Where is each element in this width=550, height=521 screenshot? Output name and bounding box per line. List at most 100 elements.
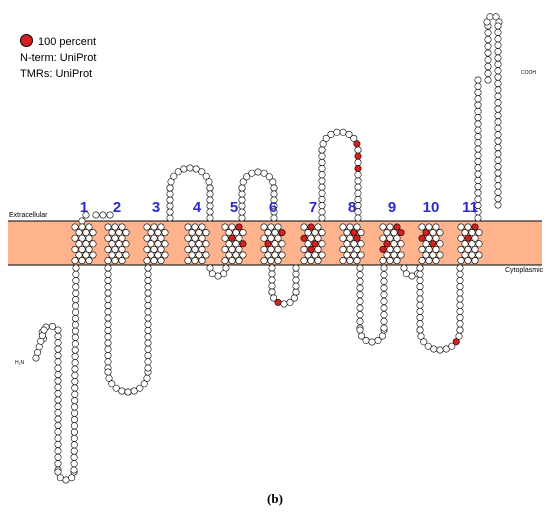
residue (318, 196, 326, 204)
cytoplasmic-label: Cytoplasmic (505, 267, 544, 274)
helix-residue (235, 257, 243, 265)
residue (416, 270, 424, 278)
residue (318, 202, 326, 210)
residue (254, 168, 262, 176)
helix-residue (157, 245, 165, 253)
helix-residue (343, 240, 351, 248)
legend-nterm: N-term: UniProt (20, 52, 97, 64)
residue (456, 307, 464, 315)
residue (72, 264, 80, 272)
helix-residue (195, 251, 203, 259)
residue (380, 311, 388, 319)
helix-residue (191, 245, 199, 253)
helix-residue (471, 257, 479, 265)
residue (144, 314, 152, 322)
helix-residue (383, 229, 391, 237)
helix-residue (346, 223, 354, 231)
helix-residues (71, 223, 483, 265)
residue (174, 168, 182, 176)
residue (71, 384, 79, 392)
residue (70, 447, 78, 455)
helix-residue (357, 240, 365, 248)
residue (374, 336, 382, 344)
helix-residue (154, 251, 162, 259)
residue (144, 358, 152, 366)
residue (92, 211, 100, 219)
residue (70, 466, 78, 474)
helix-residue (418, 257, 426, 265)
residue (442, 345, 450, 353)
residue (494, 54, 502, 62)
residue (494, 73, 502, 81)
residue (494, 156, 502, 164)
residue (238, 208, 246, 216)
residue (494, 99, 502, 107)
residue (54, 332, 62, 340)
residue (416, 295, 424, 303)
residue (354, 177, 362, 185)
residue (166, 202, 174, 210)
residue (112, 384, 120, 392)
residue (368, 338, 376, 346)
residue (54, 409, 62, 417)
helix-residue (278, 240, 286, 248)
helix-residue (104, 257, 112, 265)
residue (417, 332, 425, 340)
helix-residue (85, 234, 93, 242)
helix-residue (318, 240, 326, 248)
helix-residue (468, 240, 476, 248)
helix-residue (71, 223, 79, 231)
helix-residue (339, 234, 347, 242)
residue (206, 214, 214, 222)
residue (106, 211, 114, 219)
helix-residue (464, 223, 472, 231)
helix-residue (235, 234, 243, 242)
helix-residue (198, 245, 206, 253)
residue (484, 42, 492, 50)
helix-residue (78, 223, 86, 231)
helix-residue (475, 240, 483, 248)
residue (104, 295, 112, 303)
residue (206, 184, 214, 192)
helix-residue (111, 257, 119, 265)
residue (318, 183, 326, 191)
residue (356, 291, 364, 299)
residue (354, 214, 362, 222)
residue (166, 208, 174, 216)
residue (474, 120, 482, 128)
residue (474, 183, 482, 191)
residue (71, 352, 79, 360)
residue (292, 264, 300, 272)
residue (494, 188, 502, 196)
helix-residue (429, 251, 437, 259)
helix-number-10: 10 (422, 199, 440, 216)
highlighted-residue (307, 223, 315, 231)
helix-residue (161, 229, 169, 237)
helix-number-6: 6 (268, 199, 278, 216)
figure-caption: (b) (267, 491, 283, 506)
residue (474, 145, 482, 153)
helix-residue (184, 245, 192, 253)
extracellular-label: Extracellular (9, 212, 48, 219)
helix-residue (85, 257, 93, 265)
residue (483, 18, 491, 26)
highlighted-residue (274, 298, 282, 306)
residue (333, 128, 341, 136)
residue (456, 314, 464, 322)
residue (144, 320, 152, 328)
residue (268, 288, 276, 296)
residue (72, 314, 80, 322)
residue (270, 294, 278, 302)
residue (484, 62, 492, 70)
residue (456, 276, 464, 284)
residue (104, 333, 112, 341)
residue (380, 324, 388, 332)
helix-residue (314, 245, 322, 253)
helix-residue (235, 245, 243, 253)
helix-residue (318, 229, 326, 237)
residue (186, 164, 194, 172)
helix-residue (339, 223, 347, 231)
helix-number-4: 4 (192, 199, 202, 216)
highlighted-residue (307, 245, 315, 253)
helix-residue (390, 251, 398, 259)
